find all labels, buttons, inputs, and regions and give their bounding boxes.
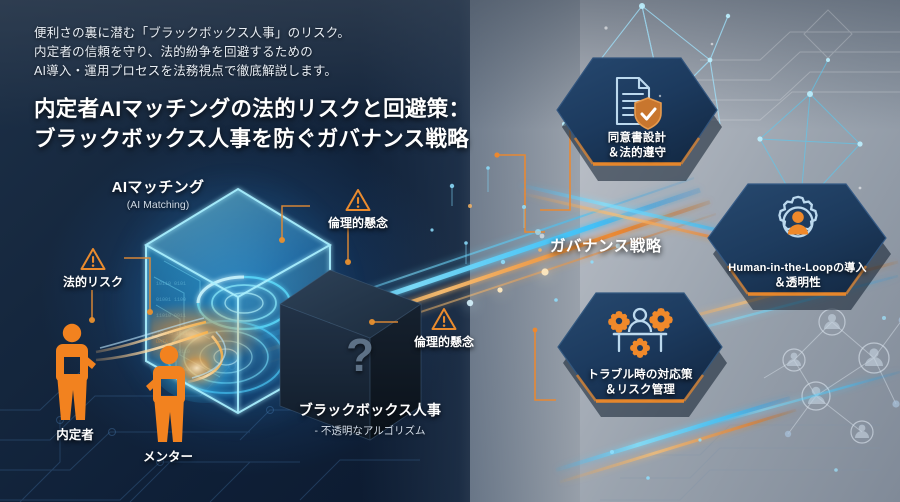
black-box-label-main: ブラックボックス人事 [298, 402, 442, 418]
callout-ethics-right-label: 倫理的懸念 [413, 335, 474, 349]
title-line-1: 内定者AIマッチングの法的リスクと回避策： [34, 97, 471, 121]
hexagon-shape [557, 292, 727, 417]
warning-triangle-icon [345, 189, 371, 211]
header-block: 便利さの裏に潜む「ブラックボックス人事」のリスク。 内定者の信頼を守り、法的紛争… [34, 24, 504, 154]
black-box-label: ブラックボックス人事 - 不透明なアルゴリズム [270, 400, 470, 438]
callout-ethics-top: 倫理的懸念 [312, 188, 404, 231]
node-trouble-line2: ＆リスク管理 [604, 384, 676, 396]
title-line-2: ブラックボックス人事を防ぐガバナンス戦略 [34, 127, 469, 151]
page-title: 内定者AIマッチングの法的リスクと回避策： ブラックボックス人事を防ぐガバナンス… [34, 94, 504, 154]
callout-ethics-top-label: 倫理的懸念 [327, 216, 388, 230]
person-desk-gears-icon [608, 307, 673, 358]
document-shield-check-icon [615, 76, 662, 130]
subtitle-line-1: 便利さの裏に潜む「ブラックボックス人事」のリスク。 [34, 26, 351, 40]
person-candidate: 内定者 [52, 322, 98, 442]
callout-ethics-right: 倫理的懸念 [398, 307, 490, 350]
node-hitl-line1: Human-in-the-Loopの導入 [728, 262, 867, 274]
black-box-question-mark: ? [345, 329, 375, 381]
node-human-in-the-loop[interactable]: Human-in-the-Loopの導入 ＆透明性 [700, 178, 895, 310]
governance-strategy-label: ガバナンス戦略 [550, 234, 662, 256]
subtitle-block: 便利さの裏に潜む「ブラックボックス人事」のリスク。 内定者の信頼を守り、法的紛争… [34, 24, 504, 81]
ai-matching-label: AIマッチング (AI Matching) [88, 176, 228, 211]
node-consent-caption: 同意書設計 ＆法的遵守 [549, 131, 725, 161]
black-box-cube [279, 269, 422, 441]
person-silhouette-icon [56, 323, 96, 420]
subtitle-line-3: AI導入・運用プロセスを法務視点で徹底解説します。 [34, 64, 338, 78]
node-hitl-line2: ＆透明性 [774, 277, 821, 289]
callout-legal-risk: 法的リスク [48, 247, 138, 290]
background-top-fade [0, 0, 900, 130]
person-candidate-label: 内定者 [56, 428, 94, 442]
node-trouble-risk[interactable]: トラブル時の対応策 ＆リスク管理 [550, 287, 730, 417]
node-trouble-caption: トラブル時の対応策 ＆リスク管理 [550, 368, 730, 398]
person-mentor: メンター [143, 344, 193, 464]
ai-matching-label-ja: AIマッチング [111, 179, 205, 196]
person-mentor-label: メンター [142, 450, 194, 464]
subtitle-line-2: 内定者の信頼を守り、法的紛争を回避するための [34, 45, 313, 59]
people-network-graphic [763, 308, 900, 444]
node-trouble-line1: トラブル時の対応策 [587, 369, 693, 381]
hexagon-shape [707, 183, 891, 310]
ai-matching-label-en: (AI Matching) [126, 199, 190, 211]
node-hitl-caption: Human-in-the-Loopの導入 ＆透明性 [700, 261, 895, 291]
svg-text:10110 0101: 10110 0101 [156, 281, 186, 287]
warning-triangle-icon [431, 308, 457, 330]
node-consent-compliance[interactable]: 同意書設計 ＆法的遵守 [549, 52, 725, 181]
black-box-label-sub: - 不透明なアルゴリズム [314, 425, 426, 437]
gear-person-icon [778, 195, 818, 238]
governance-strategy-text: ガバナンス戦略 [550, 238, 662, 255]
node-consent-line1: 同意書設計 [607, 132, 667, 144]
node-consent-line2: ＆法的遵守 [607, 147, 667, 159]
callout-legal-risk-label: 法的リスク [62, 275, 123, 289]
person-silhouette-icon [146, 345, 185, 442]
warning-triangle-icon [80, 248, 106, 270]
